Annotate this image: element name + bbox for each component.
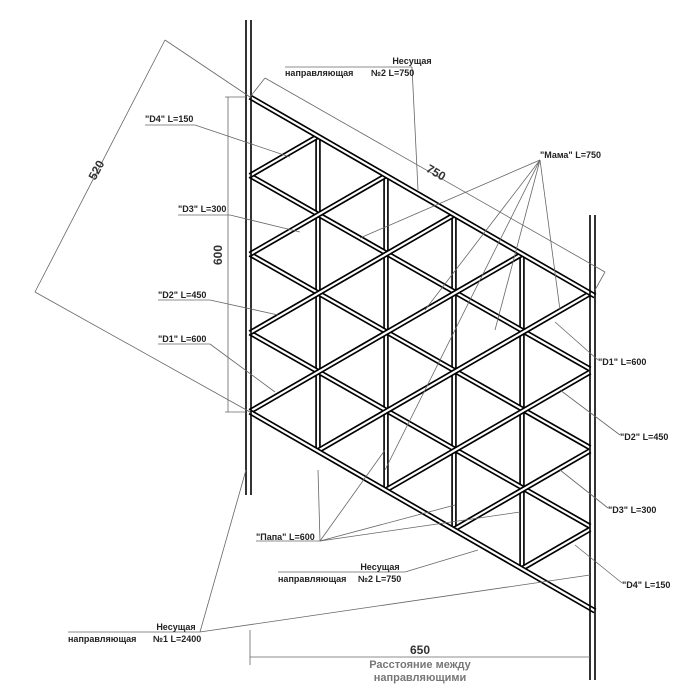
top-rail-label-3: №2 L=750 <box>371 68 414 78</box>
leader-lines <box>68 66 623 633</box>
diagonal-bar <box>248 251 592 451</box>
label-name: "Мама" <box>540 150 573 160</box>
label-len: L=450 <box>181 290 207 300</box>
label-name: "D3" <box>178 204 198 214</box>
svg-text:"D2" L=450: "D2" L=450 <box>158 290 206 300</box>
label-name: "D1" <box>598 357 618 367</box>
top-rail-label-1: Несущая <box>392 56 431 66</box>
svg-text:"D4" L=150: "D4" L=150 <box>145 114 193 124</box>
dimension-650: 650 <box>410 643 430 657</box>
left-rail-label-2: направляющая <box>68 634 136 644</box>
bottom-rail-label-1: Несущая <box>360 562 399 572</box>
label-name: "D4" <box>145 114 165 124</box>
cross-bar <box>316 291 592 454</box>
label-name: "D3" <box>608 505 628 515</box>
bottom-rail-label-3: №2 L=750 <box>358 574 401 584</box>
label-name: "D4" <box>622 580 642 590</box>
right-labels: "D1" L=600 "D2" L=450 "D3" L=300 "D4" L=… <box>598 357 670 590</box>
label-len: L=600 <box>621 357 647 367</box>
left-rail-label-1: Несущая <box>156 622 195 632</box>
cross-bar <box>520 526 592 571</box>
label-len: L=600 <box>289 532 315 542</box>
svg-text:"D3" L=300: "D3" L=300 <box>178 204 226 214</box>
spacing-caption-1: Расстояние между <box>369 659 471 671</box>
label-name: "D2" <box>620 432 640 442</box>
svg-text:"D4" L=150: "D4" L=150 <box>622 580 670 590</box>
dimension-lines <box>34 39 606 665</box>
top-carrier-rail <box>248 94 597 299</box>
cross-bar <box>248 173 388 257</box>
label-len: L=150 <box>168 114 194 124</box>
svg-text:"D2" L=450: "D2" L=450 <box>620 432 668 442</box>
label-name: "D1" <box>158 334 178 344</box>
label-name: "D2" <box>158 290 178 300</box>
diagonal-bar <box>248 330 592 529</box>
bottom-rail-label-2: направляющая <box>278 574 346 584</box>
cross-bar <box>248 212 456 336</box>
label-len: L=300 <box>201 204 227 214</box>
left-rail-label-3: №1 L=2400 <box>153 634 201 644</box>
label-len: L=300 <box>631 505 657 515</box>
mama-label: "Мама" L=750 <box>540 150 601 160</box>
diagonal-bar <box>248 173 592 372</box>
lattice-frame <box>248 94 597 614</box>
cross-bar <box>248 251 524 414</box>
cross-bar <box>248 133 320 178</box>
label-len: L=450 <box>643 432 669 442</box>
top-rail-label-2: направляющая <box>285 68 353 78</box>
label-name: "Папа" <box>256 532 286 542</box>
label-len: L=600 <box>181 334 207 344</box>
label-len: L=150 <box>645 580 671 590</box>
left-rail <box>245 20 252 495</box>
cross-bar <box>452 448 592 532</box>
label-len: L=750 <box>575 150 601 160</box>
cross-bar <box>384 369 592 493</box>
spacing-caption-2: направляющими <box>374 672 467 684</box>
left-labels: "D4" L=150 "D3" L=300 "D2" L=450 "D1" L=… <box>145 114 226 344</box>
dimension-600: 600 <box>211 245 225 265</box>
dimension-520: 520 <box>86 158 108 183</box>
bottom-carrier-rail <box>248 409 597 614</box>
svg-text:"D1" L=600: "D1" L=600 <box>158 334 206 344</box>
svg-text:"D3" L=300: "D3" L=300 <box>608 505 656 515</box>
svg-text:"D1" L=600: "D1" L=600 <box>598 357 646 367</box>
right-rail <box>589 215 596 680</box>
papa-label: "Папа" L=600 <box>256 532 315 542</box>
